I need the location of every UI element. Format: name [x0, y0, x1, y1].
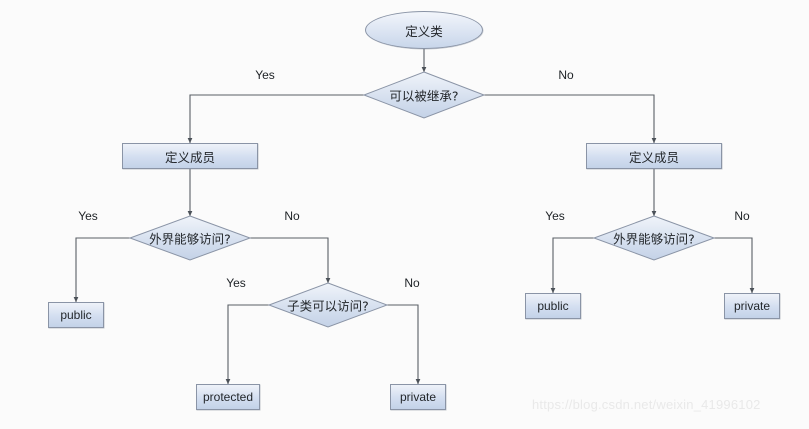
edge-label-d1-yes: Yes — [255, 68, 275, 82]
node-public-right-label: public — [537, 299, 569, 313]
decision-can-be-inherited[interactable] — [362, 71, 486, 119]
edge-d2left-no-to-d3 — [250, 237, 331, 284]
edge-label-d2left-no: No — [284, 209, 300, 223]
node-protected-label: protected — [202, 390, 254, 404]
edge-d2right-yes-to-public — [550, 237, 594, 294]
decision-shapes — [128, 71, 716, 328]
edge-d3-yes-to-protected — [225, 304, 269, 385]
node-start-label: 定义类 — [405, 23, 443, 39]
edge-label-d3-yes: Yes — [226, 276, 246, 290]
edge-label-d2right-no: No — [734, 209, 750, 223]
node-public-left[interactable]: public — [48, 302, 104, 328]
node-define-members-left-label: 定义成员 — [164, 149, 215, 165]
edge-label-d1-no: No — [558, 68, 574, 82]
decision-external-access-right[interactable] — [592, 215, 716, 261]
node-start[interactable]: 定义类 — [365, 11, 483, 49]
node-define-members-left[interactable]: 定义成员 — [122, 143, 258, 169]
node-private-right-label: private — [733, 299, 771, 313]
node-public-left-label: public — [60, 308, 92, 322]
node-private-middle[interactable]: private — [390, 384, 446, 410]
node-define-members-right-label: 定义成员 — [628, 149, 679, 165]
edge-d2right-no-to-private — [714, 237, 755, 294]
node-define-members-right[interactable]: 定义成员 — [586, 143, 722, 169]
edge-label-d2right-yes: Yes — [545, 209, 565, 223]
node-protected[interactable]: protected — [196, 384, 260, 410]
edge-label-d2left-yes: Yes — [78, 209, 98, 223]
connectors — [73, 49, 755, 385]
edge-d1-yes-to-member-left — [187, 94, 364, 144]
decision-subclass-access[interactable] — [267, 282, 389, 328]
edge-d2left-yes-to-public — [73, 237, 130, 303]
node-public-right[interactable]: public — [525, 293, 581, 319]
edge-d1-no-to-member-right — [484, 94, 657, 144]
edge-d3-no-to-private — [387, 304, 421, 385]
watermark-text: https://blog.csdn.net/weixin_41996102 — [532, 397, 761, 412]
node-private-middle-label: private — [399, 390, 437, 404]
edge-label-d3-no: No — [404, 276, 420, 290]
node-private-right[interactable]: private — [724, 293, 780, 319]
decision-external-access-left[interactable] — [128, 215, 252, 261]
